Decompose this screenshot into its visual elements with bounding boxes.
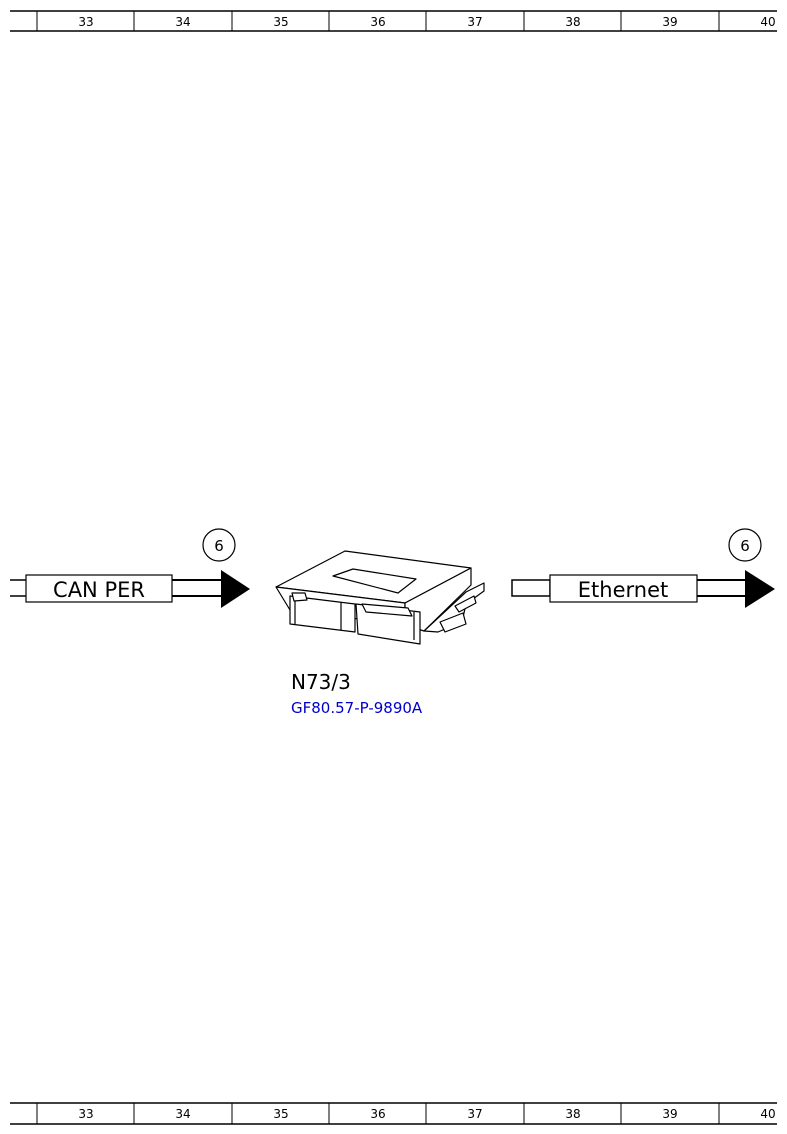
grid-col-label: 39 — [662, 15, 677, 29]
ethernet-label: Ethernet — [578, 578, 668, 602]
can-per-connector[interactable]: CAN PER 6 — [10, 528, 250, 608]
grid-col-label: 36 — [370, 1107, 385, 1121]
ref-circle — [728, 528, 762, 562]
control-unit-icon — [275, 550, 485, 645]
bottom-grid-strip: 33 34 35 36 37 38 39 40 — [10, 1102, 777, 1125]
ref-number: 6 — [740, 537, 750, 555]
top-grid-strip: 33 34 35 36 37 38 39 40 — [10, 10, 777, 32]
ethernet-label-box — [549, 574, 698, 603]
grid-col-label: 33 — [78, 1107, 93, 1121]
grid-col-label: 37 — [467, 15, 482, 29]
ethernet-connector[interactable]: Ethernet 6 — [511, 528, 775, 608]
grid-col-label: 35 — [273, 15, 288, 29]
grid-col-label: 37 — [467, 1107, 482, 1121]
component-id: N73/3 — [291, 670, 351, 694]
grid-col-label: 35 — [273, 1107, 288, 1121]
grid-col-label: 34 — [175, 15, 190, 29]
can-per-label: CAN PER — [53, 578, 145, 602]
can-per-label-box — [25, 574, 173, 603]
grid-col-label: 40 — [760, 1107, 775, 1121]
grid-col-label: 38 — [565, 15, 580, 29]
grid-col-label: 34 — [175, 1107, 190, 1121]
component-doc-link[interactable]: GF80.57-P-9890A — [291, 699, 423, 717]
ref-circle — [202, 528, 236, 562]
grid-col-label: 39 — [662, 1107, 677, 1121]
grid-col-label: 36 — [370, 15, 385, 29]
grid-col-label: 38 — [565, 1107, 580, 1121]
ethernet-tail — [511, 579, 551, 597]
grid-col-label: 33 — [78, 15, 93, 29]
arrow-right-icon — [745, 570, 775, 608]
grid-col-label: 40 — [760, 15, 775, 29]
ref-number: 6 — [214, 537, 224, 555]
arrow-right-icon — [221, 570, 250, 608]
